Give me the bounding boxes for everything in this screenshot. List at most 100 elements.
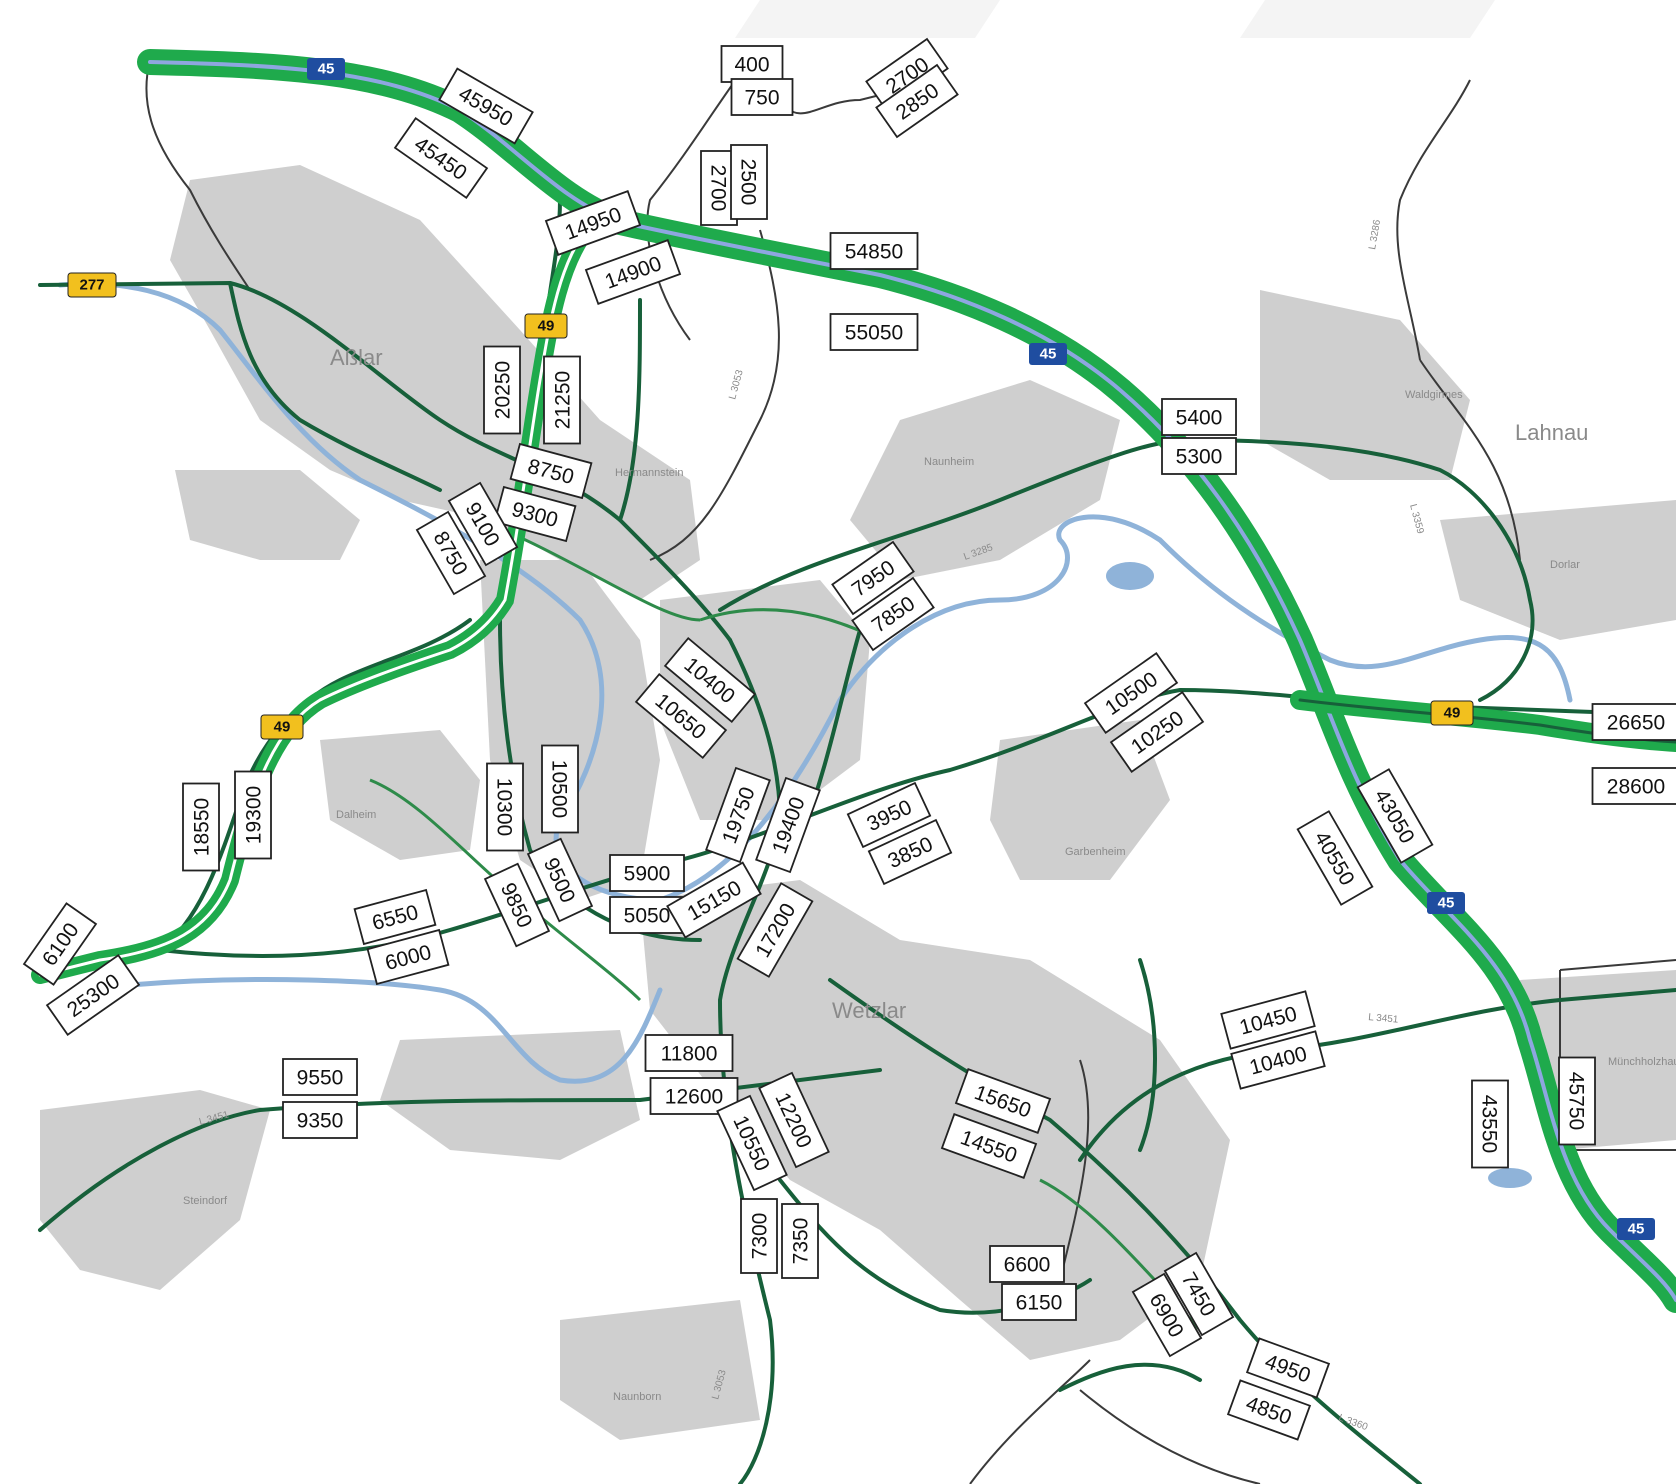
traffic-count-box bbox=[45, 954, 141, 1036]
map-canvas: Aßlar Lahnau Wetzlar Hermannstein Naunhe… bbox=[22, 37, 1676, 1484]
traffic-count-box bbox=[1296, 810, 1374, 906]
traffic-count-label: 11800 bbox=[644, 1034, 734, 1072]
traffic-count-box bbox=[1558, 1056, 1596, 1146]
traffic-count-label: 9500 bbox=[526, 837, 594, 923]
place-label-hermannstein: Hermannstein bbox=[615, 467, 683, 479]
traffic-count-box bbox=[1226, 1379, 1312, 1441]
traffic-count-box bbox=[353, 888, 437, 946]
traffic-count-box bbox=[829, 232, 919, 270]
traffic-count-label: 6900 bbox=[1131, 1272, 1203, 1358]
traffic-count-label: 6000 bbox=[366, 928, 450, 986]
traffic-count-box bbox=[493, 485, 577, 543]
traffic-count-box bbox=[663, 636, 757, 724]
traffic-count-box bbox=[666, 861, 762, 939]
traffic-count-box bbox=[781, 1203, 819, 1279]
traffic-count-box bbox=[541, 744, 579, 834]
traffic-count-box bbox=[234, 770, 272, 860]
traffic-count-box bbox=[758, 1071, 830, 1169]
traffic-count-box bbox=[415, 510, 487, 596]
traffic-count-box bbox=[1161, 437, 1237, 475]
traffic-count-label: 10300 bbox=[486, 762, 524, 852]
traffic-count-box bbox=[1161, 398, 1237, 436]
svg-text:277: 277 bbox=[79, 277, 104, 294]
traffic-count-label: 8750 bbox=[509, 442, 593, 500]
traffic-count-value: 750 bbox=[744, 87, 779, 110]
traffic-count-label: 55050 bbox=[829, 313, 919, 351]
traffic-count-label: 20250 bbox=[483, 345, 521, 435]
traffic-count-value: 5050 bbox=[624, 905, 671, 928]
traffic-count-label: 750 bbox=[730, 78, 794, 116]
traffic-count-value: 20250 bbox=[492, 361, 515, 419]
traffic-count-value: 21250 bbox=[552, 371, 575, 429]
traffic-count-label: 26650 bbox=[1591, 703, 1676, 741]
traffic-count-box bbox=[851, 576, 935, 652]
traffic-count-value: 6150 bbox=[1016, 1292, 1063, 1315]
place-label-dalheim: Dalheim bbox=[336, 809, 376, 821]
traffic-count-box bbox=[1131, 1272, 1203, 1358]
svg-text:45: 45 bbox=[1438, 895, 1455, 912]
traffic-count-label: 7350 bbox=[781, 1203, 819, 1279]
traffic-count-box bbox=[730, 144, 768, 220]
traffic-count-box bbox=[509, 442, 593, 500]
traffic-count-value: 400 bbox=[734, 54, 769, 77]
traffic-count-box bbox=[447, 481, 519, 567]
place-label-dorlar: Dorlar bbox=[1550, 559, 1580, 571]
traffic-count-box bbox=[867, 818, 953, 886]
traffic-count-label: 5900 bbox=[609, 854, 685, 892]
traffic-count-box bbox=[940, 1113, 1038, 1179]
traffic-count-label: 25300 bbox=[45, 954, 141, 1036]
traffic-count-box bbox=[1245, 1337, 1331, 1399]
place-label-muenchholzhausen: Münchholzhausen bbox=[1608, 1056, 1676, 1068]
traffic-count-label: 2500 bbox=[730, 144, 768, 220]
traffic-count-value: 54850 bbox=[845, 241, 903, 264]
place-label-steindorf: Steindorf bbox=[183, 1195, 228, 1207]
road-label: L 3286 bbox=[1367, 218, 1383, 250]
federal-road-shield-icon: 277 bbox=[67, 272, 117, 298]
traffic-count-box bbox=[1356, 768, 1434, 864]
traffic-count-box bbox=[543, 355, 581, 445]
traffic-count-box bbox=[584, 239, 682, 305]
road-label: L 3451 bbox=[1368, 1012, 1399, 1026]
traffic-count-label: 45750 bbox=[1558, 1056, 1596, 1146]
svg-text:45: 45 bbox=[318, 61, 335, 78]
traffic-count-value: 11800 bbox=[661, 1043, 718, 1066]
traffic-count-label: 5400 bbox=[1161, 398, 1237, 436]
traffic-count-label: 54850 bbox=[829, 232, 919, 270]
place-label-lahnau: Lahnau bbox=[1515, 420, 1588, 445]
traffic-count-box bbox=[705, 766, 771, 864]
traffic-count-box bbox=[544, 190, 642, 256]
traffic-count-label: 9350 bbox=[282, 1101, 358, 1139]
traffic-count-label: 10500 bbox=[541, 744, 579, 834]
svg-text:49: 49 bbox=[1444, 705, 1461, 722]
traffic-count-label: 28600 bbox=[1591, 767, 1676, 805]
traffic-count-box bbox=[609, 854, 685, 892]
traffic-count-value: 18550 bbox=[191, 798, 214, 856]
place-labels: Aßlar Lahnau Wetzlar Hermannstein Naunhe… bbox=[183, 345, 1676, 1403]
traffic-count-label: 12600 bbox=[649, 1077, 739, 1115]
traffic-count-box bbox=[1230, 1030, 1326, 1090]
traffic-count-box bbox=[1591, 767, 1676, 805]
traffic-count-value: 5300 bbox=[1176, 446, 1223, 469]
autobahn-shield-icon: 45 bbox=[1617, 1218, 1655, 1240]
traffic-count-label: 6600 bbox=[989, 1245, 1065, 1283]
traffic-count-value: 10500 bbox=[548, 760, 571, 818]
traffic-count-box bbox=[1083, 652, 1179, 734]
place-label-garbenheim: Garbenheim bbox=[1065, 846, 1126, 858]
traffic-count-box bbox=[366, 928, 450, 986]
traffic-count-value: 12600 bbox=[665, 1086, 723, 1109]
lake bbox=[1106, 562, 1154, 590]
traffic-count-label: 3850 bbox=[867, 818, 953, 886]
traffic-count-label: 4950 bbox=[1245, 1337, 1331, 1399]
autobahn-shield-icon: 45 bbox=[1029, 343, 1067, 365]
place-label-naunheim: Naunheim bbox=[924, 456, 974, 468]
traffic-count-label: 12200 bbox=[758, 1071, 830, 1169]
traffic-count-box bbox=[526, 837, 594, 923]
traffic-count-box bbox=[1163, 1251, 1235, 1337]
builtup-areas bbox=[40, 165, 1676, 1440]
traffic-count-label: 7300 bbox=[740, 1198, 778, 1274]
svg-text:49: 49 bbox=[538, 318, 555, 335]
traffic-count-label: 9300 bbox=[493, 485, 577, 543]
traffic-count-box bbox=[730, 78, 794, 116]
svg-text:49: 49 bbox=[274, 719, 291, 736]
